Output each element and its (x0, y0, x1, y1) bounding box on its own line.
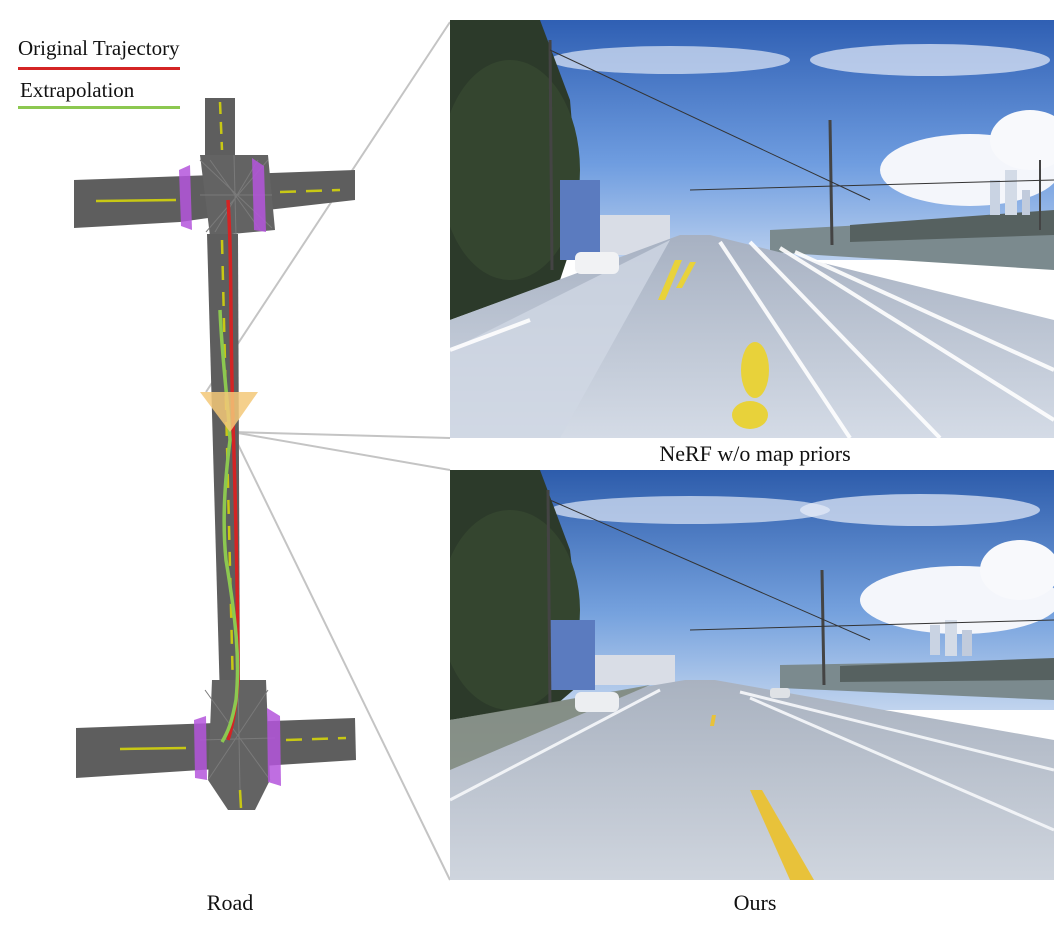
camera-frustum (200, 392, 258, 432)
connector-line (231, 431, 451, 471)
legend-extrapolation-line (18, 106, 180, 109)
legend-original-label: Original Trajectory (18, 36, 180, 60)
caption-ours: Ours (733, 890, 777, 915)
top-intersection (74, 98, 355, 237)
connector-line (231, 431, 451, 881)
caption-nerf: NeRF w/o map priors (659, 441, 851, 466)
nerf-render-image (450, 20, 1054, 438)
legend-original-line (18, 67, 180, 70)
connector-line (205, 21, 451, 393)
bottom-intersection (76, 680, 356, 810)
road-map (74, 21, 451, 881)
caption-road: Road (206, 890, 254, 915)
legend-extrapolation-label: Extrapolation (20, 78, 135, 102)
ours-render-image (450, 470, 1054, 880)
connector-line (231, 431, 451, 439)
